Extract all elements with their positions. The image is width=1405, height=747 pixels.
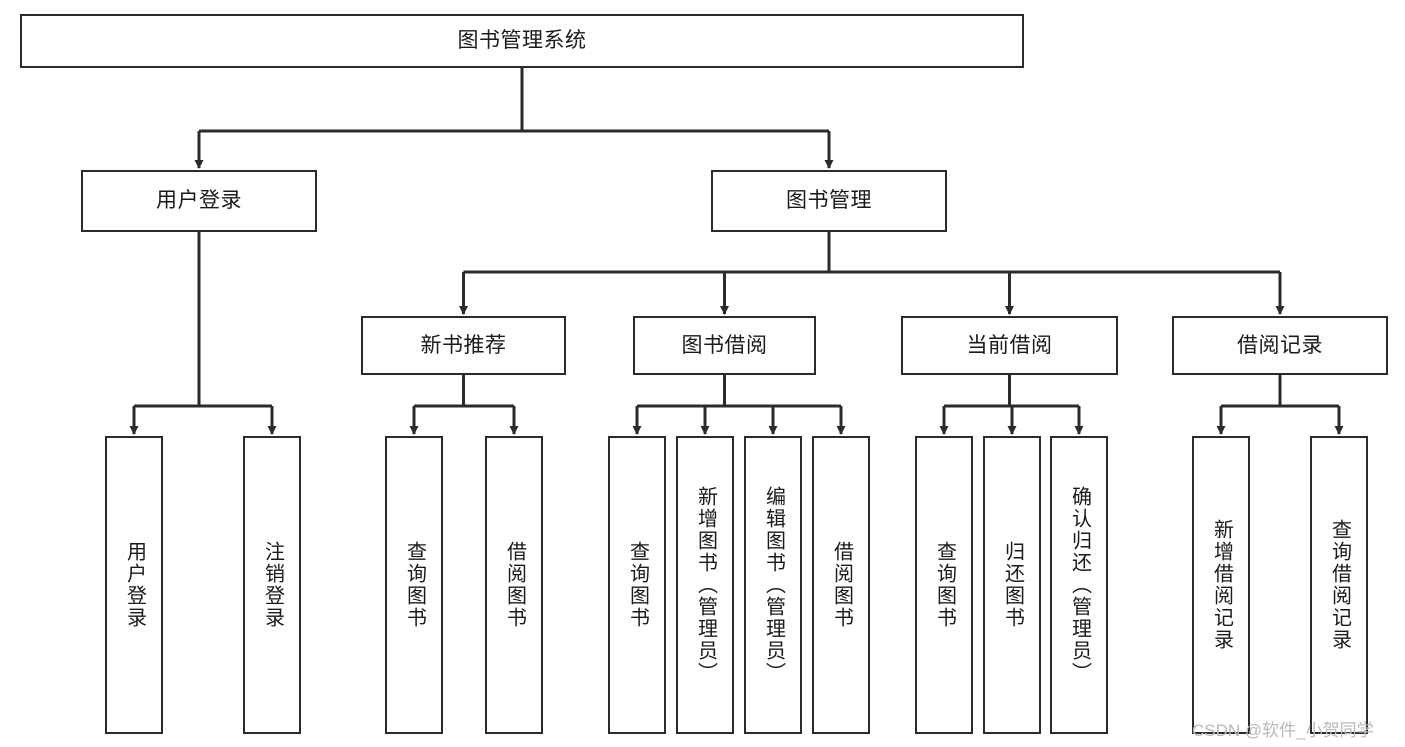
node-level3-1-label: 图书借阅 [681,333,768,357]
node-leaf-5-label: 新增图书（管理员） [694,486,717,684]
node-leaf-8[interactable]: 查询图书 [915,436,973,734]
node-leaf-2-label: 查询图书 [403,541,426,629]
node-leaf-10[interactable]: 确认归还（管理员） [1050,436,1108,734]
node-leaf-8-label: 查询图书 [933,541,956,629]
node-leaf-4[interactable]: 查询图书 [608,436,666,734]
node-root-label: 图书管理系统 [457,29,587,53]
node-leaf-6[interactable]: 编辑图书（管理员） [744,436,802,734]
node-leaf-4-label: 查询图书 [626,541,649,629]
node-leaf-7[interactable]: 借阅图书 [812,436,870,734]
node-level3-2[interactable]: 当前借阅 [901,316,1118,375]
node-level2-1[interactable]: 图书管理 [711,170,947,232]
node-level3-1[interactable]: 图书借阅 [633,316,816,375]
node-leaf-12[interactable]: 查询借阅记录 [1310,436,1368,734]
node-leaf-11[interactable]: 新增借阅记录 [1192,436,1250,734]
node-level3-0[interactable]: 新书推荐 [361,316,566,375]
node-leaf-1[interactable]: 注销登录 [243,436,301,734]
node-leaf-3-label: 借阅图书 [503,541,526,629]
node-leaf-10-label: 确认归还（管理员） [1068,486,1091,684]
node-leaf-9[interactable]: 归还图书 [983,436,1041,734]
node-level3-3[interactable]: 借阅记录 [1172,316,1388,375]
node-leaf-9-label: 归还图书 [1001,541,1024,629]
node-leaf-1-label: 注销登录 [261,541,284,629]
node-level2-1-label: 图书管理 [786,189,872,213]
node-root[interactable]: 图书管理系统 [20,14,1024,68]
node-leaf-5[interactable]: 新增图书（管理员） [676,436,734,734]
node-leaf-0[interactable]: 用户登录 [105,436,163,734]
node-level3-3-label: 借阅记录 [1237,333,1323,357]
node-level3-0-label: 新书推荐 [420,333,507,357]
node-leaf-7-label: 借阅图书 [830,541,853,629]
node-level3-2-label: 当前借阅 [966,333,1053,357]
node-level2-0-label: 用户登录 [156,189,242,213]
node-level2-0[interactable]: 用户登录 [81,170,317,232]
node-leaf-3[interactable]: 借阅图书 [485,436,543,734]
node-leaf-6-label: 编辑图书（管理员） [762,486,785,684]
node-leaf-11-label: 新增借阅记录 [1210,519,1233,651]
node-leaf-12-label: 查询借阅记录 [1328,519,1351,651]
node-leaf-0-label: 用户登录 [123,541,146,629]
node-leaf-2[interactable]: 查询图书 [385,436,443,734]
